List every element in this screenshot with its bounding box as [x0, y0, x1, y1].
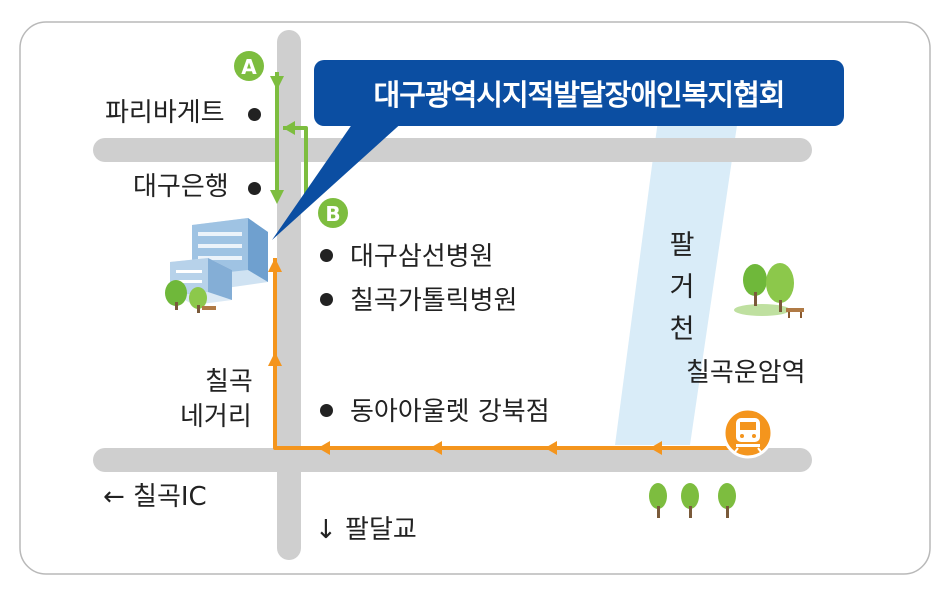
- orange-arrow-up: [268, 258, 282, 272]
- orange-arrow-left: [545, 441, 557, 455]
- destination-title: 대구광역시지적발달장애인복지협회: [373, 78, 786, 112]
- building-icon: [165, 218, 268, 313]
- marker-a-label: A: [241, 55, 257, 79]
- route-green-arrows: [270, 76, 295, 204]
- stream-label-char: 천: [669, 314, 695, 345]
- green-arrow-left: [283, 121, 295, 135]
- train-icon: [722, 407, 774, 459]
- destination-callout: 대구광역시지적발달장애인복지협회: [314, 60, 844, 126]
- green-arrow-down: [270, 190, 284, 204]
- callout-pointer: [272, 120, 405, 240]
- stream-palgeocheon: [615, 105, 740, 445]
- tree-icon: [734, 263, 804, 318]
- stream-label-char: 팔: [669, 230, 695, 261]
- stream-label-char: 거: [669, 272, 695, 303]
- landmark-dot: [320, 404, 333, 417]
- direction-to-ic: ← 칠곡IC: [103, 482, 207, 512]
- stream-label: 팔 거 천: [664, 225, 700, 351]
- orange-arrow-up: [268, 352, 282, 366]
- landmark-dong-a-outlet: 동아아울렛 강북점: [350, 397, 550, 427]
- orange-arrow-left: [318, 441, 330, 455]
- direction-to-bridge: ↓ 팔달교: [315, 515, 417, 545]
- intersection-label-line2: 네거리: [180, 402, 252, 432]
- green-arrow-down: [270, 76, 284, 90]
- tree-icon: [649, 483, 736, 518]
- marker-b-circle: [318, 198, 348, 228]
- landmark-samsun-hospital: 대구삼선병원: [350, 242, 494, 272]
- marker-a-circle: [234, 51, 264, 81]
- landmark-dot: [320, 293, 333, 306]
- route-orange: [273, 258, 735, 450]
- landmark-daegu-bank: 대구은행: [133, 172, 229, 202]
- orange-arrow-left: [430, 441, 442, 455]
- landmark-paris-baguette: 파리바게트: [105, 98, 225, 128]
- station-label: 칠곡운암역: [686, 358, 806, 388]
- landmark-catholic-hospital: 칠곡가톨릭병원: [350, 286, 518, 316]
- landmark-dot: [248, 182, 261, 195]
- landmark-dot: [320, 249, 333, 262]
- orange-arrow-left: [650, 441, 662, 455]
- route-orange-arrows: [268, 258, 662, 455]
- marker-b-label: B: [325, 202, 340, 226]
- landmark-dot: [248, 108, 261, 121]
- intersection-label-line1: 칠곡: [205, 367, 253, 397]
